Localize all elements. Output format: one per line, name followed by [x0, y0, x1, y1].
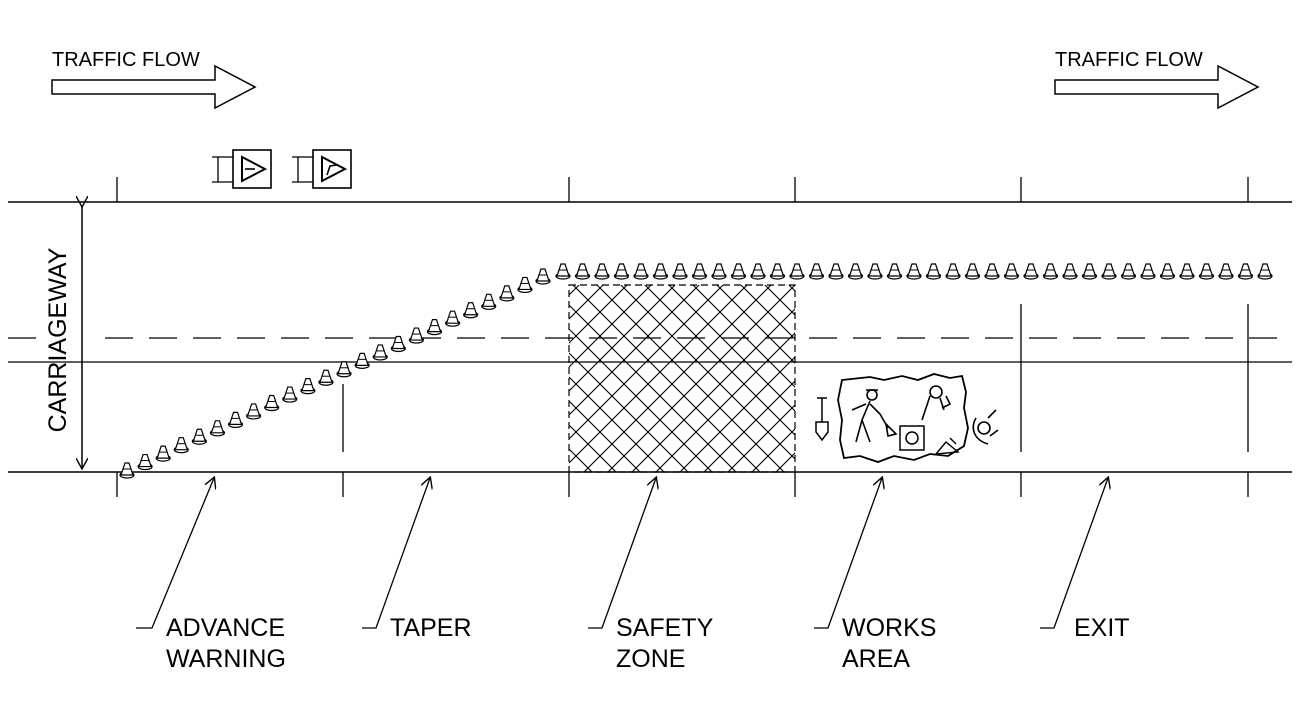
- zone-label-exit: EXIT: [1040, 478, 1130, 642]
- traffic-cone-icon: [594, 263, 610, 280]
- traffic-cone-icon: [318, 369, 334, 386]
- traffic-cone-icon: [155, 445, 171, 462]
- traffic-cone-icon: [984, 263, 1000, 280]
- traffic-cone-icon: [750, 263, 766, 280]
- zone-label-line: EXIT: [1074, 614, 1130, 642]
- worker-bending-icon: [921, 385, 952, 421]
- zone-label-line: ZONE: [616, 645, 685, 673]
- traffic-cone-icon: [264, 394, 280, 412]
- traffic-cone-icon: [1042, 263, 1059, 280]
- traffic-cone-icon: [1159, 263, 1176, 280]
- traffic-cone-icon: [1120, 263, 1137, 280]
- lane-shift-sign-icon: [292, 149, 352, 189]
- traffic-cone-icon: [691, 263, 708, 280]
- traffic-flow-left: TRAFFIC FLOW: [51, 49, 257, 110]
- manhole-icon: [899, 425, 925, 451]
- traffic-cone-icon: [137, 453, 153, 471]
- traffic-cone-icon: [906, 263, 922, 280]
- zone-label-line: WARNING: [166, 645, 286, 673]
- traffic-cone-icon: [1101, 263, 1117, 280]
- traffic-cone-icon: [1062, 263, 1078, 280]
- traffic-cone-icon: [574, 263, 591, 280]
- zone-boundary-ticks: [116, 177, 1249, 497]
- zone-label-line: TAPER: [390, 614, 472, 642]
- traffic-cone-icon: [730, 263, 747, 280]
- hatched-safety-zone-icon: [568, 284, 796, 473]
- zone-label-taper: TAPER: [362, 478, 472, 642]
- traffic-cone-icon: [535, 268, 551, 285]
- traffic-cone-icon: [463, 302, 479, 319]
- traffic-cone-icon: [481, 293, 497, 310]
- zone-label-advance-warning: ADVANCE WARNING: [136, 478, 286, 673]
- traffic-cone-icon: [499, 285, 515, 302]
- traffic-cone-icon: [847, 263, 864, 280]
- traffic-cone-icon: [711, 263, 727, 280]
- traffic-cone-icon: [173, 437, 189, 454]
- zone-label-line: ADVANCE: [166, 614, 285, 642]
- traffic-cone-icon: [769, 263, 786, 280]
- traffic-cone-icon: [633, 263, 649, 280]
- zone-label-works-area: WORKS AREA: [814, 478, 936, 673]
- tool-pile-icon: [934, 437, 960, 455]
- traffic-cone-icon: [555, 263, 571, 280]
- traffic-cone-icon: [191, 428, 207, 445]
- traffic-cone-icon: [408, 327, 424, 344]
- traffic-cone-icon: [652, 263, 669, 280]
- traffic-flow-label-left: TRAFFIC FLOW: [52, 49, 200, 71]
- traffic-flow-arrow-right: [1054, 64, 1260, 110]
- shovel-icon: [815, 397, 829, 442]
- traffic-cone-icon: [444, 310, 461, 327]
- zone-label-line: SAFETY: [616, 614, 714, 642]
- traffic-cone-icon: [426, 319, 443, 336]
- traffic-cone-icon: [300, 378, 316, 395]
- traffic-flow-arrow-left: [51, 64, 257, 110]
- traffic-cone-icon: [1003, 263, 1020, 280]
- worker-digging-icon: [851, 389, 898, 443]
- traffic-cone-icon: [1257, 263, 1273, 280]
- zone-label-line: AREA: [842, 645, 910, 673]
- traffic-cone-icon: [390, 335, 406, 353]
- zone-label-safety-zone: SAFETY ZONE: [588, 478, 714, 673]
- traffic-cone-icon: [964, 263, 981, 280]
- carriageway-label: CARRIAGEWAY: [44, 247, 72, 432]
- traffic-cone-icon: [828, 263, 844, 280]
- traffic-cone-icon: [925, 263, 942, 280]
- traffic-flow-label-right: TRAFFIC FLOW: [1055, 49, 1203, 71]
- traffic-cone-icon: [789, 263, 805, 280]
- traffic-cone-icon: [613, 263, 630, 280]
- traffic-cone-icon: [1023, 263, 1039, 280]
- traffic-cone-icon: [354, 352, 370, 369]
- traffic-cone-icon: [672, 263, 688, 280]
- traffic-cone-line: [119, 263, 1273, 479]
- traffic-cone-icon: [867, 263, 883, 280]
- traffic-cone-icon: [808, 263, 825, 280]
- zone-label-line: WORKS: [842, 614, 936, 642]
- traffic-cone-icon: [1237, 263, 1254, 280]
- traffic-cone-icon: [227, 411, 244, 428]
- traffic-cone-icon: [119, 462, 135, 479]
- traffic-flow-right: TRAFFIC FLOW: [1054, 49, 1260, 110]
- excavation-outline: [837, 373, 969, 463]
- traffic-cone-icon: [1218, 263, 1234, 280]
- traffic-cone-icon: [945, 263, 961, 280]
- traffic-cone-icon: [886, 263, 903, 280]
- traffic-cone-icon: [336, 361, 352, 378]
- traffic-cone-icon: [1198, 263, 1215, 280]
- traffic-cone-icon: [246, 403, 262, 420]
- works-area-illustration: [815, 373, 999, 463]
- traffic-cone-icon: [1140, 263, 1156, 280]
- traffic-cone-icon: [1179, 263, 1195, 280]
- worker-kneeling-icon: [972, 409, 999, 445]
- traffic-cone-icon: [282, 386, 298, 403]
- traffic-cone-icon: [209, 420, 226, 437]
- traffic-cone-icon: [1081, 263, 1098, 280]
- roadworks-warning-sign-icon: [212, 149, 272, 189]
- traffic-cone-icon: [372, 344, 388, 361]
- traffic-cone-icon: [517, 276, 533, 294]
